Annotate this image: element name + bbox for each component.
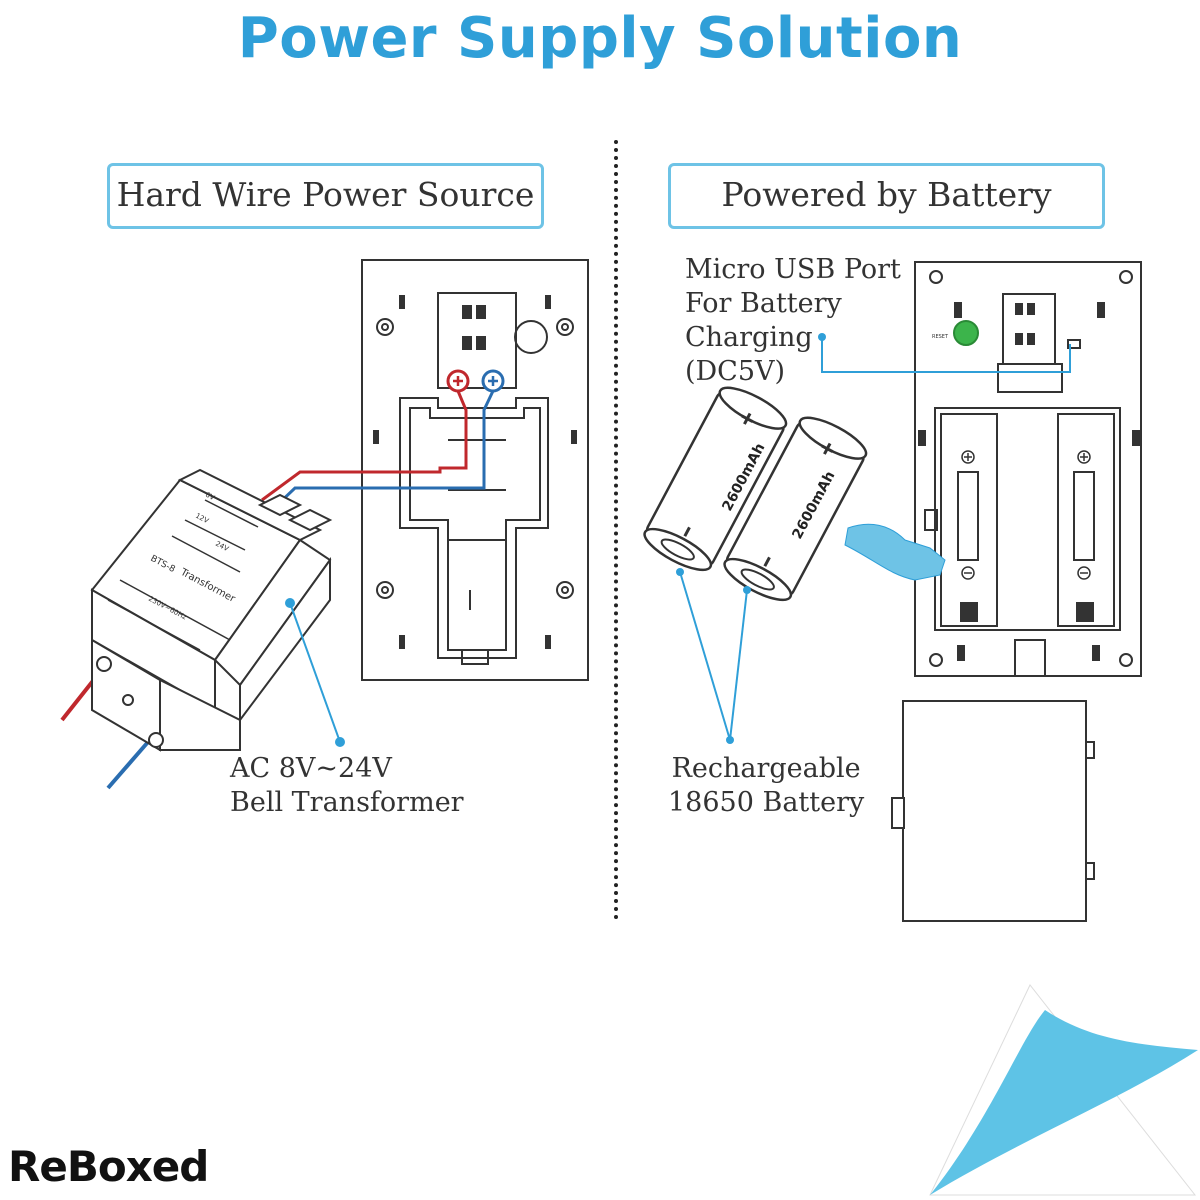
blue-wire-out: [106, 740, 150, 790]
hard-wire-heading-box: Hard Wire Power Source: [107, 163, 544, 229]
battery-heading-box: Powered by Battery: [668, 163, 1105, 229]
battery-2: [723, 416, 868, 602]
battery-housing: [914, 261, 1142, 677]
transformer-lines: [107, 499, 259, 651]
usb-callout-leader: [818, 333, 1071, 373]
reset-button-icon: [953, 320, 979, 346]
battery-1: [643, 386, 788, 572]
doorbell-back-plate: [361, 259, 589, 681]
battery-cover: [891, 700, 1095, 922]
hard-wire-heading: Hard Wire Power Source: [116, 175, 535, 214]
red-wire: [261, 390, 468, 502]
page-curl-icon: [929, 984, 1198, 1196]
battery-housing-details: [918, 302, 1140, 661]
usb-port-callout: Micro USB Port For Battery Charging (DC5…: [685, 254, 901, 387]
transformer-tap-8v: 8V: [204, 491, 216, 503]
battery-callout: Rechargeable 18650 Battery: [668, 753, 865, 818]
insert-arrow-icon: [844, 523, 946, 581]
battery-callout-leader: [676, 568, 751, 744]
blue-wire: [270, 390, 495, 512]
bell-transformer: [90, 468, 333, 752]
brand-logo: ReBoxed: [8, 1142, 209, 1191]
transformer-screws: [96, 656, 164, 748]
minus-terminal-icon: [481, 369, 505, 393]
page-title: Power Supply Solution: [237, 6, 963, 71]
section-divider: [614, 140, 618, 920]
battery-slot-polarity: [961, 450, 1091, 580]
plus-terminal-icon: [446, 369, 470, 393]
reset-label: RESET: [932, 334, 949, 340]
battery-heading: Powered by Battery: [721, 175, 1052, 214]
plate-slots: [373, 295, 577, 649]
transformer-callout-leader: [285, 598, 345, 747]
transformer-callout: AC 8V~24V Bell Transformer: [230, 753, 464, 818]
